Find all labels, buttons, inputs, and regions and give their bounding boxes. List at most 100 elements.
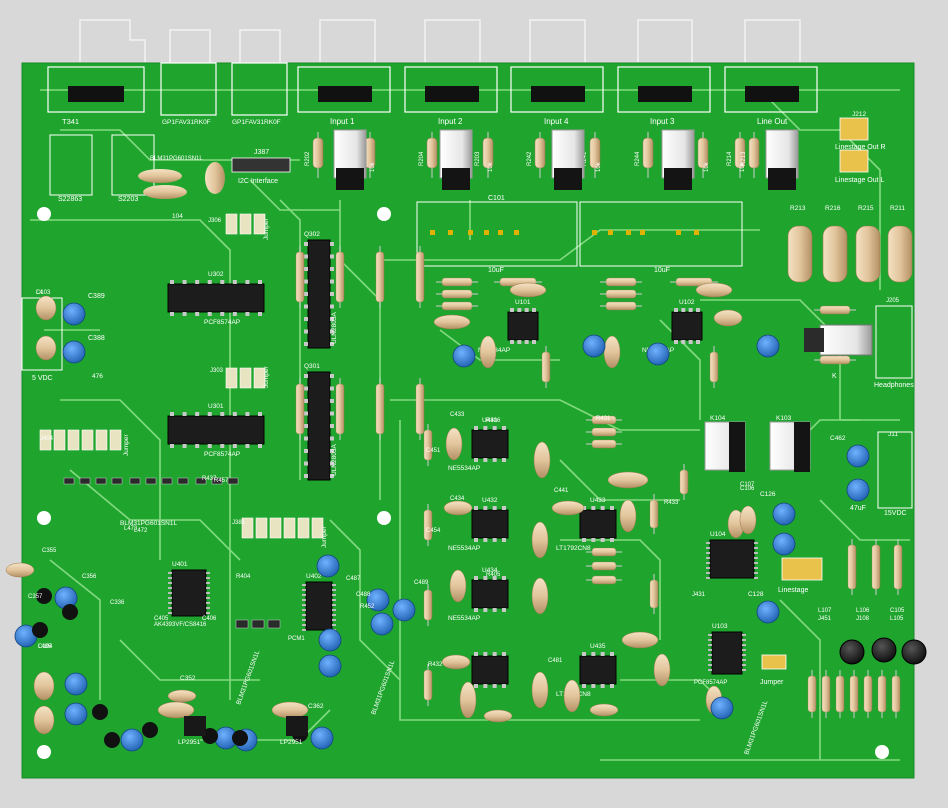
chip-pin — [492, 426, 497, 430]
reference-designator: C355 — [42, 548, 57, 554]
reference-designator: J381 — [232, 520, 246, 526]
electrolytic-capacitor — [756, 600, 780, 624]
chip-pin — [258, 412, 262, 416]
resistor-value: 10k — [596, 161, 602, 172]
resistor — [835, 675, 845, 713]
jumper — [39, 429, 52, 451]
mounting-hole — [37, 511, 51, 525]
electrolytic-capacitor — [756, 334, 780, 358]
silk-label: C389 — [88, 293, 105, 300]
power-resistor — [887, 225, 913, 283]
chip-pin — [232, 444, 237, 448]
chip-pin — [483, 458, 488, 462]
resistor-ref: R216 — [825, 205, 841, 212]
solder-pad — [498, 230, 503, 235]
film-capacitor — [35, 295, 57, 321]
chip-pin — [754, 552, 758, 554]
chip-pin — [708, 659, 712, 661]
chip-part: AK4393VF/CS8416 — [154, 622, 207, 628]
electrolytic-capacitor — [452, 344, 476, 368]
regulator-body — [184, 716, 206, 736]
smd-resistor — [79, 477, 91, 485]
chip-pin — [304, 254, 308, 259]
regulator-ref: C352 — [180, 675, 196, 682]
chip-pin — [168, 612, 172, 614]
jumper — [53, 429, 66, 451]
film-capacitor — [695, 282, 733, 298]
connector-u342: GP1FAV31RK0F — [231, 29, 288, 126]
film-capacitor — [33, 671, 55, 701]
chip-body — [307, 239, 331, 349]
resistor — [591, 561, 617, 571]
chip-pin — [330, 424, 334, 428]
jumper — [311, 517, 324, 539]
chip-pin — [754, 562, 758, 564]
chip-pin — [304, 374, 308, 378]
relay-base — [554, 168, 582, 190]
chip-ref: Q302 — [304, 231, 320, 238]
chip-pin — [582, 684, 586, 688]
chip-pin — [474, 684, 478, 688]
mounting-hole — [377, 207, 391, 221]
chip-pin — [483, 576, 488, 580]
chip-pin — [304, 267, 308, 271]
resistor-ref: R211 — [890, 205, 905, 212]
solder-pad — [626, 230, 631, 235]
film-capacitors — [5, 282, 757, 735]
chip-pin — [258, 444, 262, 448]
film-capacitor — [445, 427, 463, 461]
film-capacitor — [483, 709, 513, 723]
chip-pin — [330, 386, 334, 391]
silk-label: BLM31PG601SN1L — [150, 156, 203, 162]
connector-j201: Input 1 — [297, 19, 391, 126]
chip-pin — [474, 458, 478, 462]
reference-designator: C434 — [450, 496, 465, 502]
i2c-header — [231, 157, 291, 173]
chip-pin — [483, 684, 488, 688]
chip-pin — [304, 292, 308, 296]
chip-pin — [483, 608, 488, 612]
chip-pin — [182, 312, 187, 316]
jumper — [269, 517, 282, 539]
smd-resistor — [177, 477, 189, 485]
regulator-ref: C362 — [308, 703, 324, 710]
chip-pin — [330, 436, 334, 441]
relay-shadow — [729, 422, 745, 472]
chip-pin — [330, 254, 334, 259]
resistor-ref: R244 — [635, 151, 641, 166]
reference-designators: L4L485J404J303J306J381C355C356C357C336L4… — [28, 218, 905, 668]
chip-ref: U401 — [172, 561, 188, 568]
dip-chip — [471, 652, 509, 688]
chip-pin — [206, 607, 210, 609]
reference-designator: C406 — [202, 616, 217, 622]
smd-resistor — [129, 477, 141, 485]
regulator-body — [286, 716, 308, 736]
chip-part: PCM1 — [288, 636, 305, 642]
chip-pin — [302, 629, 306, 631]
reference-designator: J306 — [208, 218, 222, 224]
chip-pin — [708, 649, 712, 651]
chip-pin — [510, 340, 514, 344]
resistor — [423, 589, 433, 621]
film-capacitor — [479, 335, 497, 369]
jumper — [255, 517, 268, 539]
capacitor-shadow — [104, 732, 120, 748]
reference-designator: R452 — [360, 604, 375, 610]
chip-pin — [330, 317, 334, 321]
resistor — [423, 509, 433, 541]
electrolytic-capacitor — [646, 342, 670, 366]
chip-body — [167, 415, 265, 445]
chip-pin — [304, 386, 308, 391]
jumper — [283, 517, 296, 539]
silk-label: C128 — [748, 591, 764, 598]
chip-pin — [600, 652, 605, 656]
chip-pin — [706, 542, 710, 544]
capacitor-shadow — [142, 722, 158, 738]
chip-pin — [220, 444, 225, 448]
chip-pin — [708, 669, 712, 671]
chip-pin — [304, 304, 308, 309]
